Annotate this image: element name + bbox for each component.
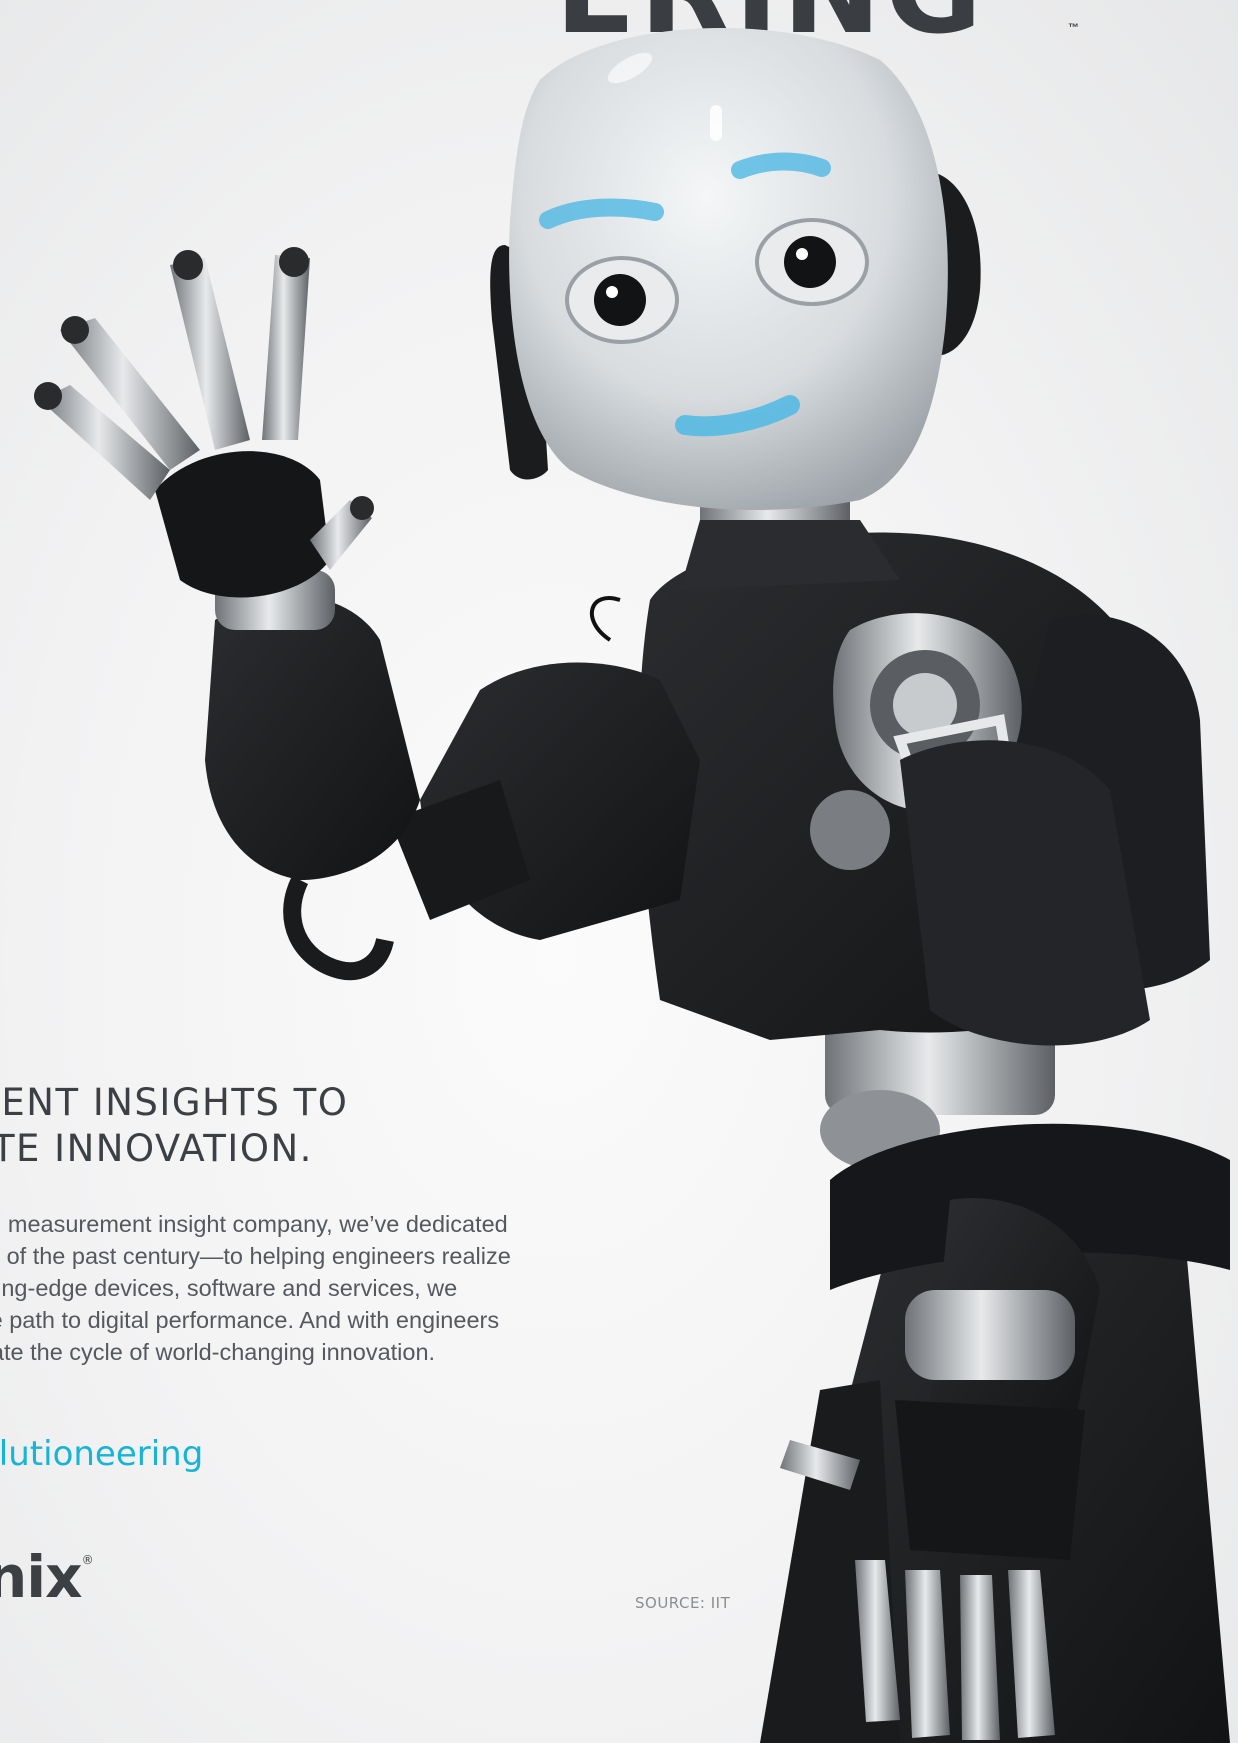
robot-eye-left <box>594 274 646 326</box>
body-line-2: ich of the past century—to helping engin… <box>0 1243 511 1269</box>
brand-logo-text: nix <box>0 1543 83 1611</box>
body-copy: ing measurement insight company, we’ve d… <box>0 1208 610 1368</box>
headline: MENT INSIGHTS TO ATE INNOVATION. <box>0 1080 348 1172</box>
robot-mouth <box>675 395 800 437</box>
robot-left-fingers <box>34 247 374 570</box>
body-line-3: utting-edge devices, software and servic… <box>0 1275 458 1301</box>
registered-mark: ® <box>81 1553 94 1567</box>
body-line-1: ing measurement insight company, we’ve d… <box>0 1211 508 1237</box>
image-source-credit: SOURCE: IIT <box>635 1594 731 1612</box>
body-line-5: erate the cycle of world-changing innova… <box>0 1339 436 1365</box>
robot-eyebrow-left <box>539 198 664 229</box>
robot-right-fingers <box>780 1440 1055 1740</box>
robot-waist <box>820 1005 1230 1290</box>
brand-logo: nix® <box>0 1548 94 1606</box>
body-line-4: the path to digital performance. And wit… <box>0 1307 500 1333</box>
robot-left-palm <box>155 451 330 598</box>
robot-eyebrow-right <box>731 152 831 179</box>
robot-eye-right <box>784 236 836 288</box>
trademark-mark: ™ <box>1068 22 1079 34</box>
robot-right-arm <box>780 1198 1100 1740</box>
robot-face <box>509 27 948 511</box>
tagline: olutioneering <box>0 1434 204 1474</box>
headline-line-2: ATE INNOVATION. <box>0 1127 313 1170</box>
headline-line-1: MENT INSIGHTS TO <box>0 1081 349 1124</box>
robot-left-arm <box>34 247 700 981</box>
robot-head <box>490 27 981 511</box>
